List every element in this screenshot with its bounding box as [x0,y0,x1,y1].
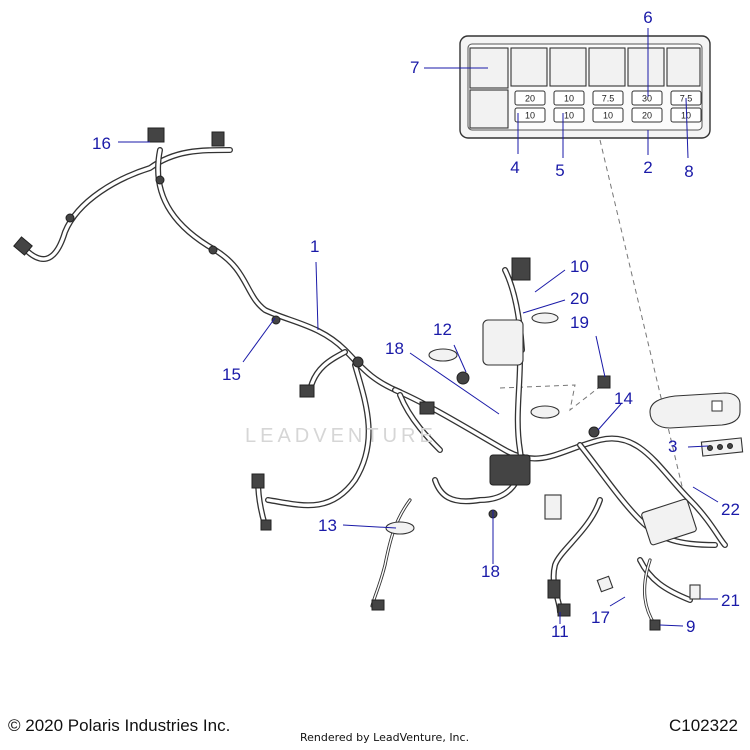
callout-17: 17 [591,608,610,627]
figure-id: C102322 [668,716,738,735]
callout-6: 6 [643,8,652,27]
callout-4: 4 [510,158,519,177]
fuse-upper-cells [510,47,701,87]
callout-16: 16 [92,134,111,153]
callout-19: 19 [570,313,589,332]
callout-10: 10 [570,257,589,276]
connector-block [489,454,531,486]
fuse-top-2: 10 [553,90,585,106]
fuse-bottom-3: 10 [592,107,624,123]
fuse-value: 10 [564,94,574,104]
callout-8: 8 [684,162,693,181]
fuse-bottom-1: 10 [514,107,546,123]
callout-3: 3 [668,437,677,456]
fuse-top-4: 30 [631,90,663,106]
callout-18-upper: 18 [385,339,404,358]
fuse-value: 7.5 [602,94,615,104]
fuse-top-3: 7.5 [592,90,624,106]
sensor-connector [147,127,165,143]
clamp [531,312,559,324]
callout-12: 12 [433,320,452,339]
fuse-bottom-row: 10 10 10 20 10 [514,107,702,123]
callout-9: 9 [686,617,695,636]
rendered-by-text: Rendered by LeadVenture, Inc. [300,731,470,744]
clamp [428,348,458,362]
fuse-box [641,498,697,546]
clamp [530,405,560,419]
copyright-text: © 2020 Polaris Industries Inc. [8,716,231,735]
fuse-value: 30 [642,94,652,104]
projection-line [499,384,603,412]
callout-13: 13 [318,516,337,535]
central-harness-bundle [370,257,728,631]
fuse-value: 10 [564,111,574,121]
watermark: LEADVENTURE [245,425,437,447]
callout-11: 11 [551,622,569,641]
callout-18-lower: 18 [481,562,500,581]
fuse-strip [700,437,744,457]
fuse-bottom-2: 10 [553,107,585,123]
fuse-value: 10 [681,111,691,121]
callout-2: 2 [643,158,652,177]
callout-5: 5 [555,161,564,180]
relay-module [482,319,524,366]
callout-7: 7 [410,58,419,77]
callout-leaders [118,141,719,627]
fuse-value: 20 [642,111,652,121]
fuse-bottom-4: 20 [631,107,663,123]
callout-1: 1 [310,237,319,256]
fuse-value: 20 [525,94,535,104]
callout-22: 22 [721,500,740,519]
main-harness-branch [13,127,403,531]
clamp [385,521,415,535]
fuse-value: 10 [603,111,613,121]
fuse-value: 10 [525,111,535,121]
callout-20: 20 [570,289,589,308]
callout-labels: 7 6 4 5 2 8 16 1 15 10 20 19 12 18 14 3 … [92,8,740,641]
callout-14: 14 [614,389,633,408]
fuse-top-1: 20 [514,90,546,106]
callout-15: 15 [222,365,241,384]
relay-slot [469,89,509,129]
callout-21: 21 [721,591,740,610]
projection-line [599,139,691,521]
fuse-box-cover [649,392,741,429]
